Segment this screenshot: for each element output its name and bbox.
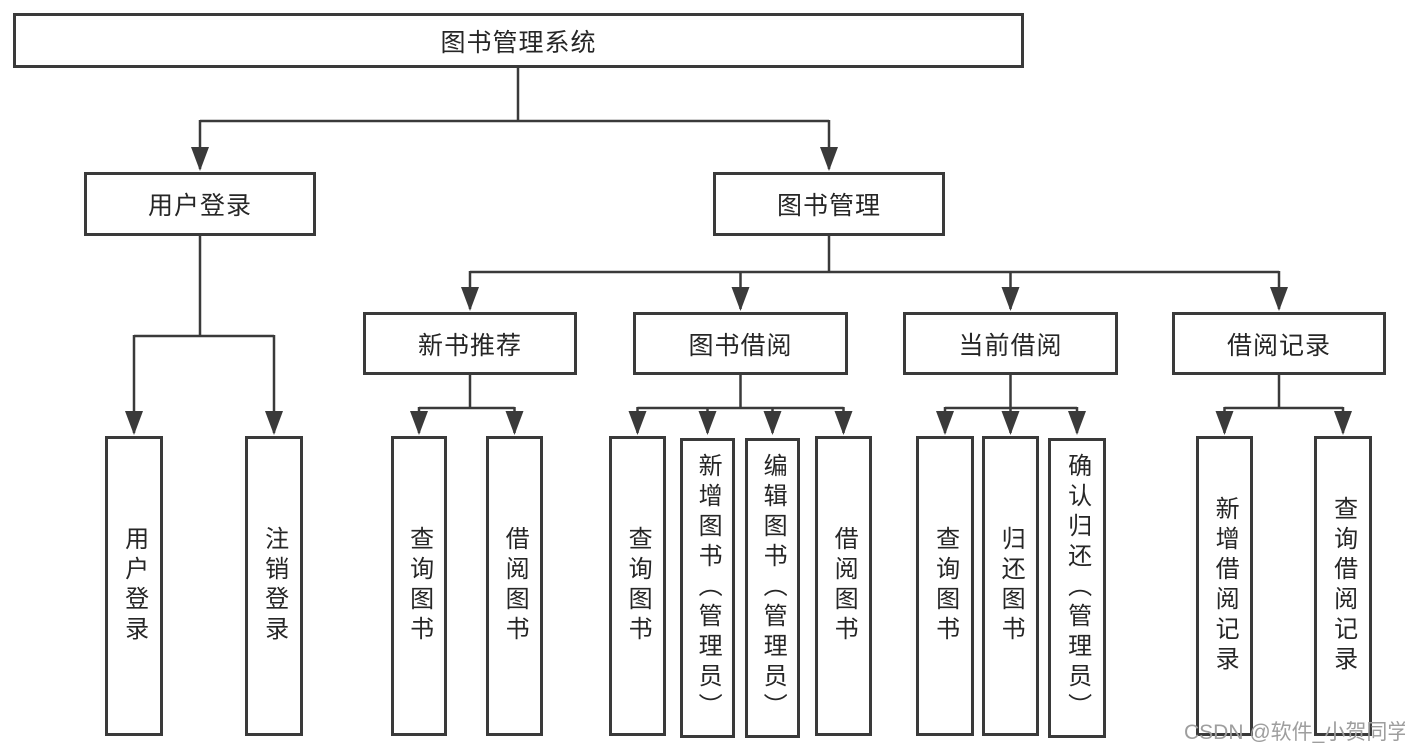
leaf-borrow-books-1: 借阅图书 xyxy=(486,436,543,736)
leaf-borrow-books-1-label: 借阅图书 xyxy=(501,526,529,646)
leaf-confirm-return-admin: 确认归还（管理员） xyxy=(1048,438,1106,738)
leaf-query-books-3: 查询图书 xyxy=(916,436,974,736)
connector-book-borrow-to-leaves xyxy=(637,375,844,410)
node-user-login-label: 用户登录 xyxy=(147,192,252,220)
node-current-borrow-label: 当前借阅 xyxy=(958,331,1063,360)
leaf-query-borrow-record: 查询借阅记录 xyxy=(1314,436,1372,736)
node-user-login: 用户登录 xyxy=(84,172,316,236)
node-borrow-records: 借阅记录 xyxy=(1172,312,1386,375)
connector-current-borrow-to-leaves xyxy=(945,375,1077,410)
leaf-add-borrow-record: 新增借阅记录 xyxy=(1196,436,1253,736)
node-root: 图书管理系统 xyxy=(13,13,1024,68)
connector-new-book-to-leaves xyxy=(419,375,515,410)
leaf-add-book-admin-label: 新增图书（管理员） xyxy=(694,453,722,723)
node-book-management: 图书管理 xyxy=(713,172,945,236)
connector-root-to-level2 xyxy=(200,68,829,123)
node-root-label: 图书管理系统 xyxy=(440,28,597,57)
leaf-borrow-books-2-label: 借阅图书 xyxy=(830,526,858,646)
leaf-add-book-admin: 新增图书（管理员） xyxy=(680,438,735,738)
leaf-add-borrow-record-label: 新增借阅记录 xyxy=(1211,496,1239,676)
node-book-borrow-label: 图书借阅 xyxy=(688,331,793,360)
node-book-management-label: 图书管理 xyxy=(776,192,881,220)
leaf-query-books-2-label: 查询图书 xyxy=(624,526,652,646)
leaf-query-books-2: 查询图书 xyxy=(609,436,666,736)
leaf-user-login: 用户登录 xyxy=(105,436,163,736)
node-book-borrow: 图书借阅 xyxy=(633,312,848,375)
connector-user-login-to-leaves xyxy=(134,236,274,338)
leaf-logout: 注销登录 xyxy=(245,436,303,736)
node-borrow-records-label: 借阅记录 xyxy=(1226,331,1331,360)
connector-book-mgmt-to-level3 xyxy=(470,236,1279,274)
csdn-watermark: CSDN @软件_小贺同学 xyxy=(1184,721,1405,744)
leaf-query-books-3-label: 查询图书 xyxy=(931,526,959,646)
leaf-confirm-return-admin-label: 确认归还（管理员） xyxy=(1063,453,1091,723)
leaf-logout-label: 注销登录 xyxy=(260,526,288,646)
leaf-return-book-label: 归还图书 xyxy=(997,526,1025,646)
connector-borrow-records-to-leaves xyxy=(1224,375,1343,410)
leaf-user-login-label: 用户登录 xyxy=(120,526,148,646)
leaf-query-books-1: 查询图书 xyxy=(391,436,447,736)
leaf-borrow-books-2: 借阅图书 xyxy=(815,436,872,736)
node-new-book-recommend-label: 新书推荐 xyxy=(417,331,522,360)
leaf-query-borrow-record-label: 查询借阅记录 xyxy=(1329,496,1357,676)
leaf-edit-book-admin-label: 编辑图书（管理员） xyxy=(759,453,787,723)
leaf-return-book: 归还图书 xyxy=(982,436,1039,736)
leaf-edit-book-admin: 编辑图书（管理员） xyxy=(745,438,800,738)
node-current-borrow: 当前借阅 xyxy=(903,312,1118,375)
leaf-query-books-1-label: 查询图书 xyxy=(405,526,433,646)
node-new-book-recommend: 新书推荐 xyxy=(363,312,577,375)
